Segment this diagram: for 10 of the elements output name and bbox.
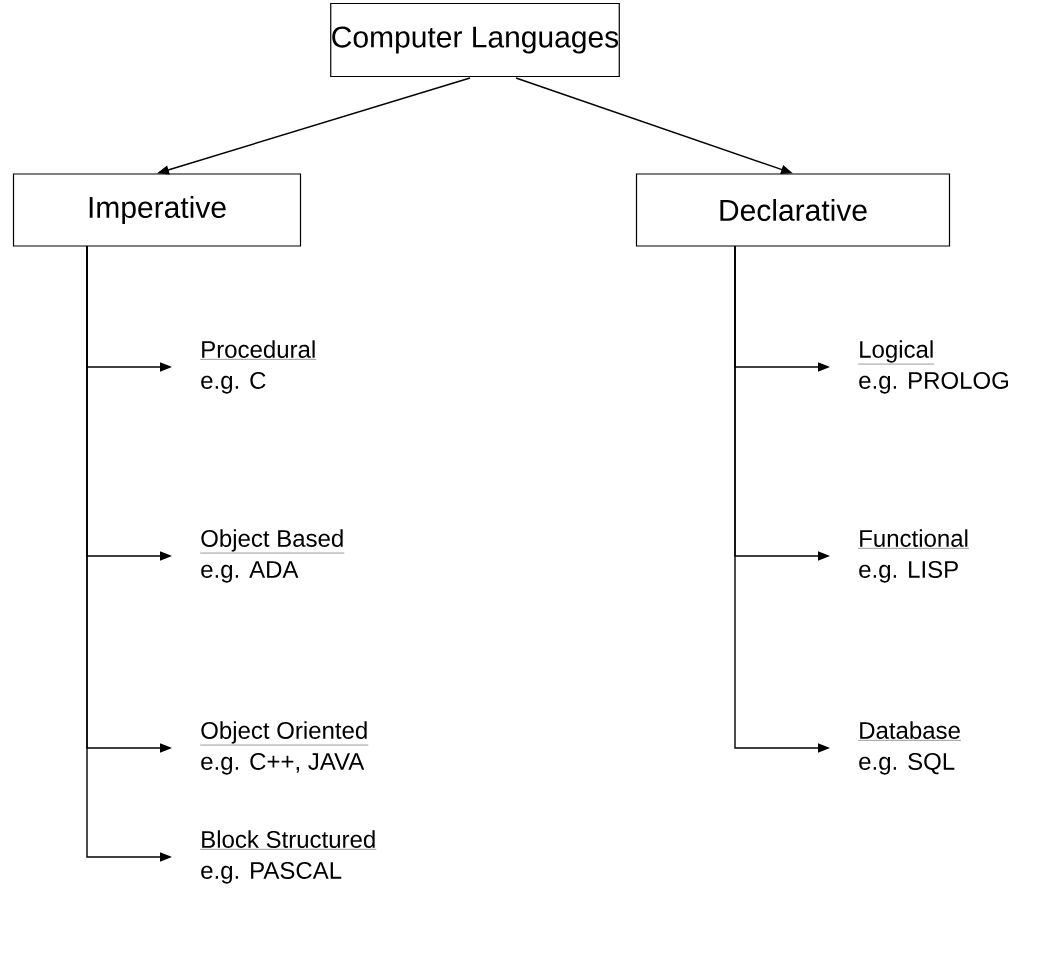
language-label: Procedural e.g. C [200,340,317,394]
category-box: Computer Languages [330,2,620,78]
language-label: Block Structured e.g. PASCAL [200,830,377,884]
category-box: Imperative [12,173,302,247]
language-label: Object Oriented e.g. C++, JAVA [200,721,369,775]
language-label: Functional e.g. LISP [858,529,970,583]
category-box: Declarative [635,173,951,247]
language-label: Object Based e.g. ADA [200,529,345,583]
language-label: Logical e.g. PROLOG [858,340,1008,394]
language-label: Database e.g. SQL [858,721,962,775]
